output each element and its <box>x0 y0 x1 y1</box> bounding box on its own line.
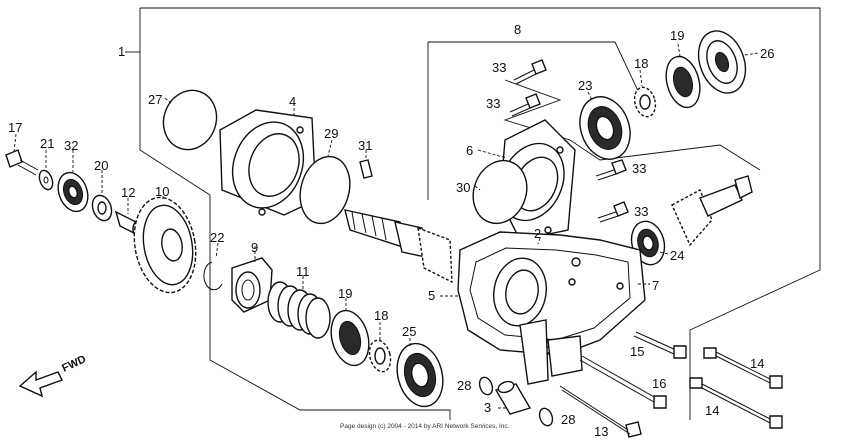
callout-30: 30 <box>456 180 470 195</box>
fwd-arrow: FWD <box>18 353 88 398</box>
callout-19-lower: 19 <box>338 286 352 301</box>
part-33-bolt-b <box>509 93 541 117</box>
part-19-seal-upper <box>665 43 701 109</box>
callout-18-upper: 18 <box>634 56 648 71</box>
part-18-nut-upper <box>633 69 657 118</box>
callout-33a: 33 <box>492 60 506 75</box>
callout-5: 5 <box>428 288 435 303</box>
callout-14a: 14 <box>750 356 764 371</box>
part-4-bearing-holder <box>219 108 317 216</box>
callout-labels: 1 2 3 4 5 6 7 8 9 10 11 12 13 14 14 15 1… <box>8 22 774 439</box>
callout-23: 23 <box>578 78 592 93</box>
callout-15: 15 <box>630 344 644 359</box>
callout-11: 11 <box>296 264 310 279</box>
callout-10: 10 <box>155 184 169 199</box>
copyright-notice: Page design (c) 2004 - 2014 by ARI Netwo… <box>340 423 510 430</box>
part-19-seal-lower <box>330 298 370 367</box>
callout-24: 24 <box>670 248 684 263</box>
callout-17: 17 <box>8 120 22 135</box>
callout-33c: 33 <box>632 161 646 176</box>
callout-7: 7 <box>652 278 659 293</box>
callout-29: 29 <box>324 126 338 141</box>
callout-2: 2 <box>534 226 541 241</box>
callout-25: 25 <box>402 324 416 339</box>
part-26-cap <box>697 30 759 94</box>
part-15-bolt <box>633 331 687 359</box>
callout-18-lower: 18 <box>374 308 388 323</box>
callout-12: 12 <box>121 185 135 200</box>
part-22-circlip <box>203 242 223 291</box>
callout-22: 22 <box>210 230 224 245</box>
callout-19-upper: 19 <box>670 28 684 43</box>
part-21-washer <box>38 150 54 191</box>
part-2-gear-case <box>440 231 650 385</box>
part-33-bolt-a <box>513 59 547 85</box>
part-14-bolt-a <box>703 347 783 389</box>
callout-9: 9 <box>251 240 258 255</box>
callout-3: 3 <box>484 400 491 415</box>
part-33-bolt-d <box>597 201 629 223</box>
part-28-o-ring-b <box>538 407 554 427</box>
fwd-label: FWD <box>60 353 88 374</box>
callout-28a: 28 <box>457 378 471 393</box>
part-17-bolt <box>5 133 39 176</box>
part-27-o-ring <box>162 89 218 151</box>
callout-32: 32 <box>64 138 78 153</box>
assembly-outline <box>125 7 821 420</box>
callout-8: 8 <box>514 22 521 37</box>
callout-33d: 33 <box>634 204 648 219</box>
callout-27: 27 <box>148 92 162 107</box>
part-9-shifter <box>231 246 273 313</box>
callout-26: 26 <box>760 46 774 61</box>
part-10-gear <box>133 196 197 294</box>
part-20-spacer <box>91 170 113 222</box>
part-29-o-ring <box>299 139 351 225</box>
callout-28b: 28 <box>561 412 575 427</box>
part-25-bearing <box>396 338 444 408</box>
output-shaft <box>344 209 453 284</box>
callout-14b: 14 <box>705 403 719 418</box>
callout-4: 4 <box>289 94 296 109</box>
callout-16: 16 <box>652 376 666 391</box>
part-30-o-ring <box>472 159 528 225</box>
part-23-bearing <box>579 91 631 160</box>
callout-13: 13 <box>594 424 608 439</box>
callout-21: 21 <box>40 136 54 151</box>
part-33-bolt-c <box>595 159 627 181</box>
part-18-nut-lower <box>368 322 392 373</box>
callout-1: 1 <box>118 44 125 59</box>
callout-20: 20 <box>94 158 108 173</box>
part-11-spring <box>267 276 331 339</box>
callout-33b: 33 <box>486 96 500 111</box>
part-32-bearing <box>57 150 89 213</box>
callout-31: 31 <box>358 138 372 153</box>
part-3-pin <box>494 380 532 415</box>
part-13-bolt <box>559 385 642 438</box>
part-31-dowel-pin <box>359 150 373 179</box>
pinion-shaft <box>671 175 753 247</box>
callout-6: 6 <box>466 143 473 158</box>
part-14-bolt-b <box>689 377 783 429</box>
part-28-o-ring-a <box>478 376 494 396</box>
part-16-bolt <box>579 355 667 409</box>
